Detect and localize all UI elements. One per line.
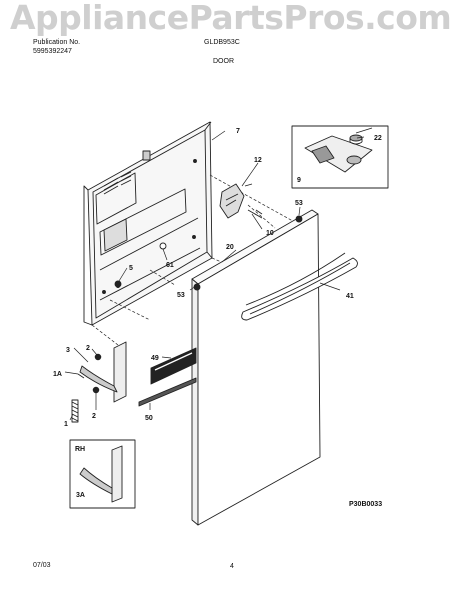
diagram-code: P30B0033 xyxy=(349,501,382,508)
vent-strips xyxy=(138,347,197,407)
callout-22: 22 xyxy=(374,135,382,142)
publication-number: 5995392247 xyxy=(33,48,72,55)
callout-20: 20 xyxy=(226,244,234,251)
callout-49: 49 xyxy=(151,355,159,362)
callout-9: 9 xyxy=(297,177,301,184)
inner-door-panel xyxy=(83,121,213,326)
callout-12: 12 xyxy=(254,157,262,164)
hinge-spring xyxy=(71,399,79,423)
callout-2-top: 2 xyxy=(86,345,90,352)
callout-61: 61 xyxy=(166,262,174,269)
dispenser-inset xyxy=(291,125,389,189)
publication-label: Publication No. xyxy=(33,39,81,46)
fasteners xyxy=(114,209,303,291)
callout-7: 7 xyxy=(236,128,240,135)
callout-1: 1 xyxy=(64,421,68,428)
callout-10: 10 xyxy=(266,230,274,237)
latch-assembly xyxy=(219,183,263,219)
callout-41: 41 xyxy=(346,293,354,300)
callout-labels: 7 12 22 9 53 10 20 61 5 53 41 3 2 1A 49 … xyxy=(53,128,382,508)
door-handle xyxy=(241,252,358,321)
callout-2-bottom: 2 xyxy=(92,413,96,420)
watermark: AppliancePartsPros.com xyxy=(10,0,452,37)
inset-label-rh: RH xyxy=(75,446,85,453)
section-title: DOOR xyxy=(213,58,234,65)
callout-50: 50 xyxy=(145,415,153,422)
hinge-assembly xyxy=(77,341,127,403)
footer-date: 07/03 xyxy=(33,562,51,569)
callout-1A: 1A xyxy=(53,371,62,378)
rh-hinge-inset xyxy=(69,439,136,509)
callout-53-top: 53 xyxy=(295,200,303,207)
callout-53-bottom: 53 xyxy=(177,292,185,299)
callout-3: 3 xyxy=(66,347,70,354)
model-number: GLDB953C xyxy=(204,39,240,46)
callout-5: 5 xyxy=(129,265,133,272)
callout-3A: 3A xyxy=(76,492,85,499)
page-number: 4 xyxy=(230,563,234,570)
